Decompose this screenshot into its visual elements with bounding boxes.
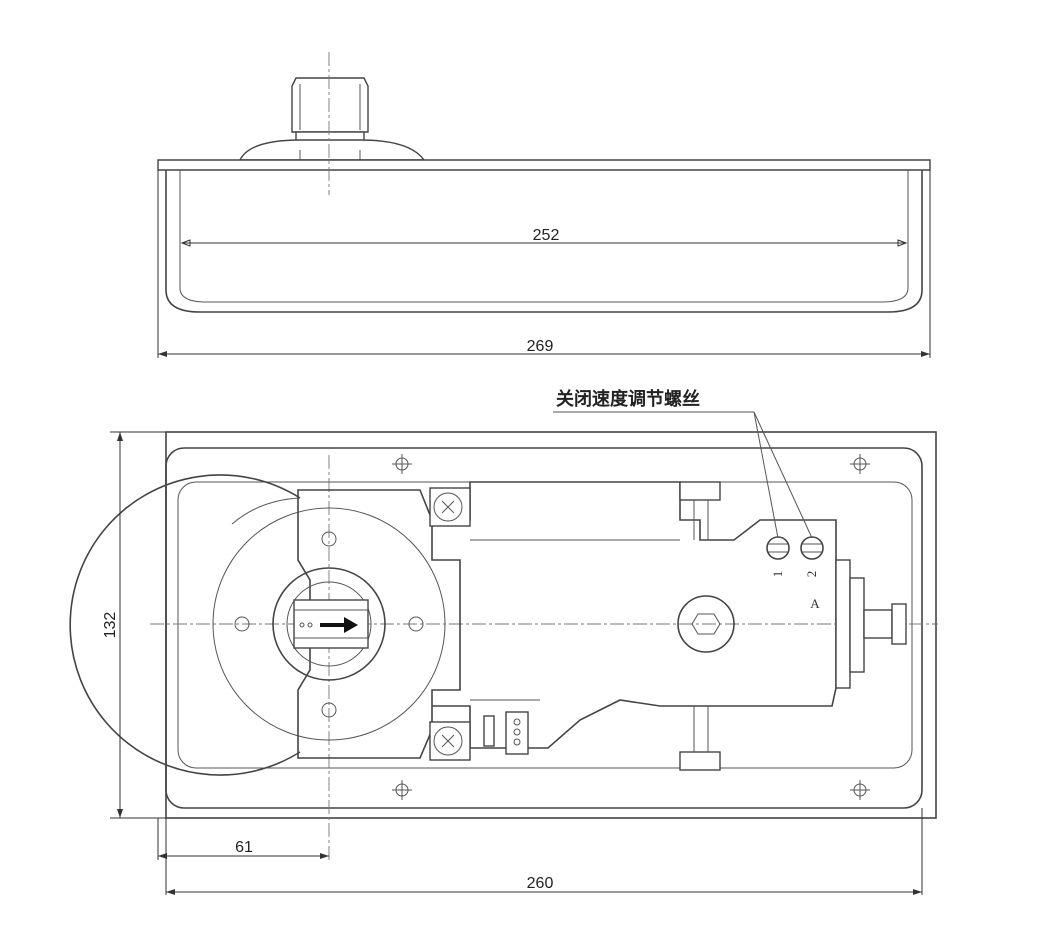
cover-plate — [157, 159, 931, 171]
mounting-hole — [850, 454, 870, 474]
speed-screw-1-label: 1 — [770, 571, 785, 578]
top-plug — [679, 481, 721, 501]
round-housing — [69, 474, 301, 776]
plan-view: 1 2 A 关闭速度调节螺丝 132 61 260 — [69, 388, 938, 895]
speed-screw-2 — [800, 536, 824, 560]
bottom-plug — [679, 751, 721, 771]
side-view: 252 269 — [157, 52, 931, 358]
callout-leader-1 — [753, 411, 779, 539]
body-outer — [165, 170, 923, 313]
speed-adjust-callout-label: 关闭速度调节螺丝 — [556, 388, 700, 410]
plan-outer-plate — [165, 431, 937, 819]
speed-screw-2-label: 2 — [804, 571, 819, 578]
dim-height-plan: 132 — [102, 612, 119, 639]
dim-inner-length-top: 252 — [533, 227, 560, 244]
mounting-hole — [392, 454, 412, 474]
phillips-screw-icon — [429, 487, 471, 527]
dome-plate — [238, 139, 426, 161]
dim-overall-length-top: 269 — [527, 338, 554, 355]
dim-overall-length-plan: 260 — [527, 875, 554, 892]
speed-screw-1 — [766, 536, 790, 560]
plan-inner-plate — [165, 447, 923, 809]
body-inner — [179, 170, 909, 303]
spindle-cap — [291, 77, 369, 133]
callout-leader-2 — [753, 411, 813, 539]
end-fitting — [835, 559, 851, 689]
spindle-inner — [286, 581, 372, 667]
plan-body-outline — [177, 481, 913, 769]
dim-offset-left: 61 — [235, 839, 253, 856]
mounting-hole — [850, 780, 870, 800]
mounting-hole — [392, 780, 412, 800]
spindle-outer — [272, 567, 386, 681]
phillips-screw-icon — [429, 721, 471, 761]
marker-a: A — [810, 596, 820, 611]
terminal-block — [505, 711, 529, 755]
adjustment-nut — [677, 595, 735, 653]
